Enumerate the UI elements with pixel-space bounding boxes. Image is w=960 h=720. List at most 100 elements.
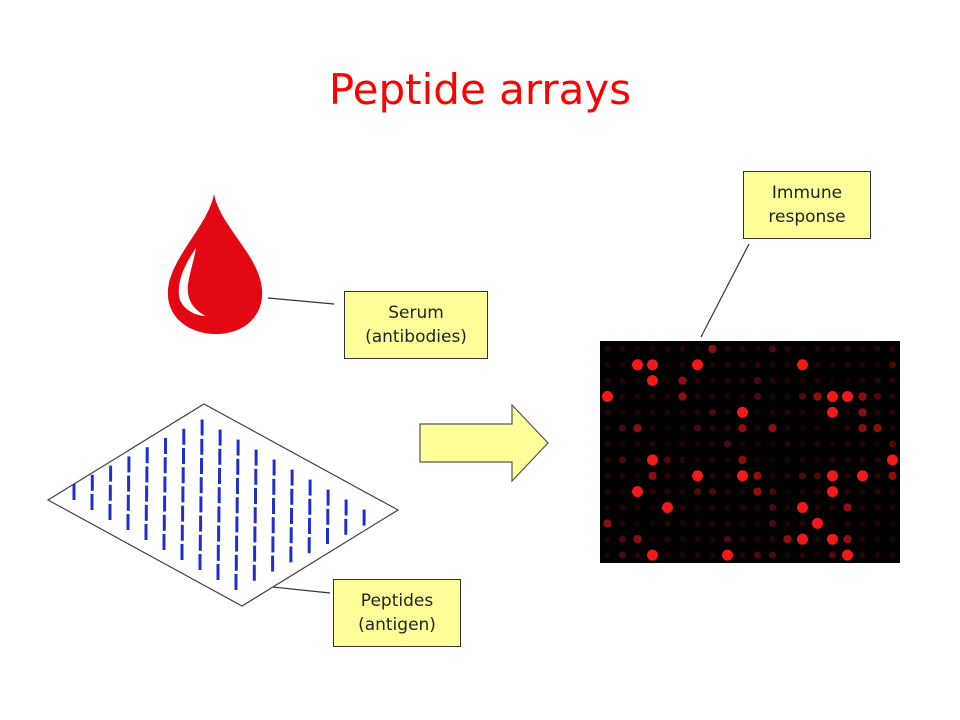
array-spot: [737, 406, 748, 418]
array-spot: [784, 472, 791, 479]
array-spot: [619, 409, 626, 416]
array-spot: [754, 425, 761, 432]
immune-response-label: Immune response: [743, 171, 871, 239]
array-spot: [874, 345, 881, 353]
array-spot: [754, 456, 761, 464]
array-spot: [814, 536, 821, 543]
array-spot: [709, 472, 716, 479]
array-spot: [798, 392, 807, 401]
array-spot: [679, 440, 686, 448]
array-spot: [769, 456, 776, 464]
array-spot: [858, 392, 867, 401]
array-spot: [604, 488, 611, 495]
array-spot: [784, 440, 791, 448]
array-spot: [754, 504, 761, 511]
array-spot: [634, 520, 641, 527]
serum-label: Serum (antibodies): [344, 291, 488, 359]
array-spot: [679, 488, 686, 495]
array-spot: [784, 425, 791, 432]
array-spot: [738, 424, 747, 433]
array-spot: [784, 409, 791, 416]
array-spot: [754, 536, 761, 543]
array-spot: [827, 486, 838, 498]
array-spot: [604, 361, 611, 368]
array-spot: [664, 361, 671, 368]
array-spot: [799, 345, 806, 353]
array-spot: [799, 488, 806, 495]
array-spot: [692, 470, 703, 482]
array-spot: [649, 409, 656, 416]
array-spot: [724, 409, 731, 416]
array-spot: [664, 536, 671, 543]
array-spot: [619, 520, 626, 527]
array-spot: [844, 520, 851, 527]
array-spot: [874, 409, 881, 416]
array-spot: [739, 536, 746, 543]
array-spot: [632, 359, 643, 371]
array-spot: [889, 425, 896, 432]
array-spot: [768, 503, 777, 512]
array-spot: [829, 345, 836, 353]
array-spot: [768, 551, 777, 559]
array-spot: [678, 376, 687, 385]
array-spot: [649, 393, 656, 400]
array-spot: [634, 377, 641, 384]
array-spot: [874, 551, 881, 559]
array-spot: [649, 536, 656, 543]
array-spot: [843, 535, 852, 544]
array-spot: [694, 393, 701, 400]
array-spot: [859, 361, 866, 368]
array-spot: [753, 377, 762, 385]
array-spot: [873, 424, 882, 433]
array-spot: [829, 520, 836, 527]
array-spot: [889, 488, 896, 495]
array-spot: [888, 471, 897, 480]
array-spot: [663, 456, 672, 464]
array-spot: [709, 425, 716, 432]
array-spot: [797, 502, 808, 513]
array-spot: [814, 345, 821, 353]
array-spot: [739, 377, 746, 384]
immune-label-line2: response: [768, 207, 846, 227]
array-spot: [768, 488, 777, 496]
array-spot: [604, 409, 611, 416]
array-spot: [889, 551, 896, 559]
array-spot: [753, 551, 762, 559]
array-spot: [874, 520, 881, 527]
array-spot: [664, 551, 671, 559]
array-spot: [889, 393, 896, 400]
array-spot: [842, 549, 853, 561]
array-spot: [604, 440, 611, 448]
array-spot: [633, 424, 642, 433]
array-spot: [842, 391, 853, 402]
array-spot: [664, 425, 671, 432]
array-spot: [679, 551, 686, 559]
array-spot: [604, 345, 611, 353]
array-spot: [619, 361, 626, 368]
array-spot: [814, 551, 821, 559]
array-spot: [814, 425, 821, 432]
array-spot: [799, 520, 806, 527]
array-spot: [874, 361, 881, 368]
array-spot: [692, 359, 703, 371]
array-spot: [664, 393, 671, 400]
array-spot: [829, 425, 836, 432]
array-spot: [753, 392, 762, 401]
array-spot: [889, 520, 896, 527]
array-spot: [709, 440, 716, 448]
array-spot: [724, 393, 731, 400]
array-spot: [827, 533, 838, 545]
array-spot: [768, 345, 777, 353]
array-spot: [708, 408, 717, 416]
array-spot: [634, 504, 641, 511]
array-spot: [844, 456, 851, 464]
array-spot: [678, 392, 687, 401]
array-spot: [649, 504, 656, 511]
array-spot: [664, 377, 671, 384]
array-spot: [859, 440, 866, 448]
array-spot: [814, 377, 821, 384]
array-spot: [679, 520, 686, 527]
array-spot: [619, 345, 626, 353]
array-spot: [844, 377, 851, 384]
array-spot: [827, 470, 838, 482]
